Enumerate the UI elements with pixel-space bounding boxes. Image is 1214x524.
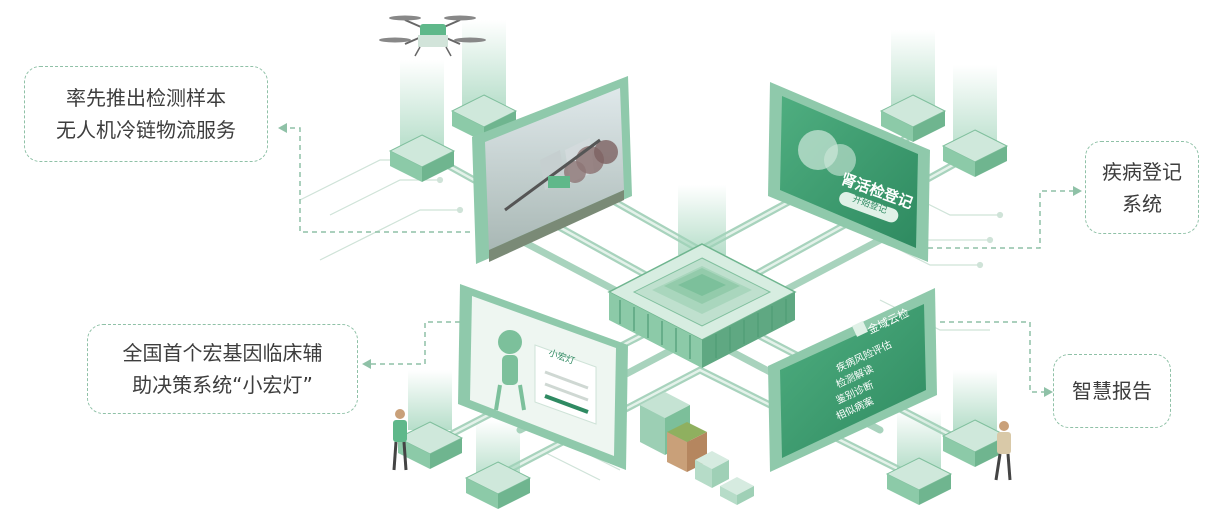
registration-screen: 肾活检登记 开始登记 bbox=[768, 82, 930, 262]
callout-assistant-line2: 助决策系统“小宏灯” bbox=[132, 373, 313, 397]
node-top-left-b bbox=[388, 134, 456, 182]
server-nodes bbox=[388, 94, 1009, 509]
assistant-screen: 小宏灯 bbox=[458, 284, 628, 470]
callout-clinical-assistant: 全国首个宏基因临床辅 助决策系统“小宏灯” bbox=[87, 324, 358, 414]
callout-smart-report: 智慧报告 bbox=[1053, 354, 1171, 428]
decor-cubes bbox=[640, 392, 754, 505]
leader-arrowheads bbox=[278, 123, 1082, 397]
callout-drone-line2: 无人机冷链物流服务 bbox=[56, 118, 236, 142]
callout-drone-logistics: 率先推出检测样本 无人机冷链物流服务 bbox=[24, 66, 268, 162]
drone-icon bbox=[379, 15, 486, 57]
person-right-icon bbox=[994, 421, 1012, 481]
callout-registration-line1: 疾病登记 bbox=[1102, 159, 1182, 184]
node-bottom-right-a bbox=[885, 457, 953, 505]
callout-disease-registration: 疾病登记 系统 bbox=[1085, 141, 1199, 234]
drone-photo-screen bbox=[472, 76, 632, 264]
node-top-right-b bbox=[941, 129, 1009, 177]
callout-drone-line1: 率先推出检测样本 bbox=[66, 86, 226, 110]
node-bottom-left-b bbox=[464, 461, 532, 509]
callout-assistant-line1: 全国首个宏基因临床辅 bbox=[122, 341, 323, 365]
node-bottom-left-a bbox=[396, 421, 464, 469]
callout-registration-line2: 系统 bbox=[1122, 191, 1162, 216]
person-left-icon bbox=[392, 409, 408, 471]
node-top-right-a bbox=[879, 94, 947, 142]
callout-report-line1: 智慧报告 bbox=[1072, 379, 1152, 403]
central-hub bbox=[607, 243, 797, 368]
leader-lines bbox=[284, 127, 1078, 393]
